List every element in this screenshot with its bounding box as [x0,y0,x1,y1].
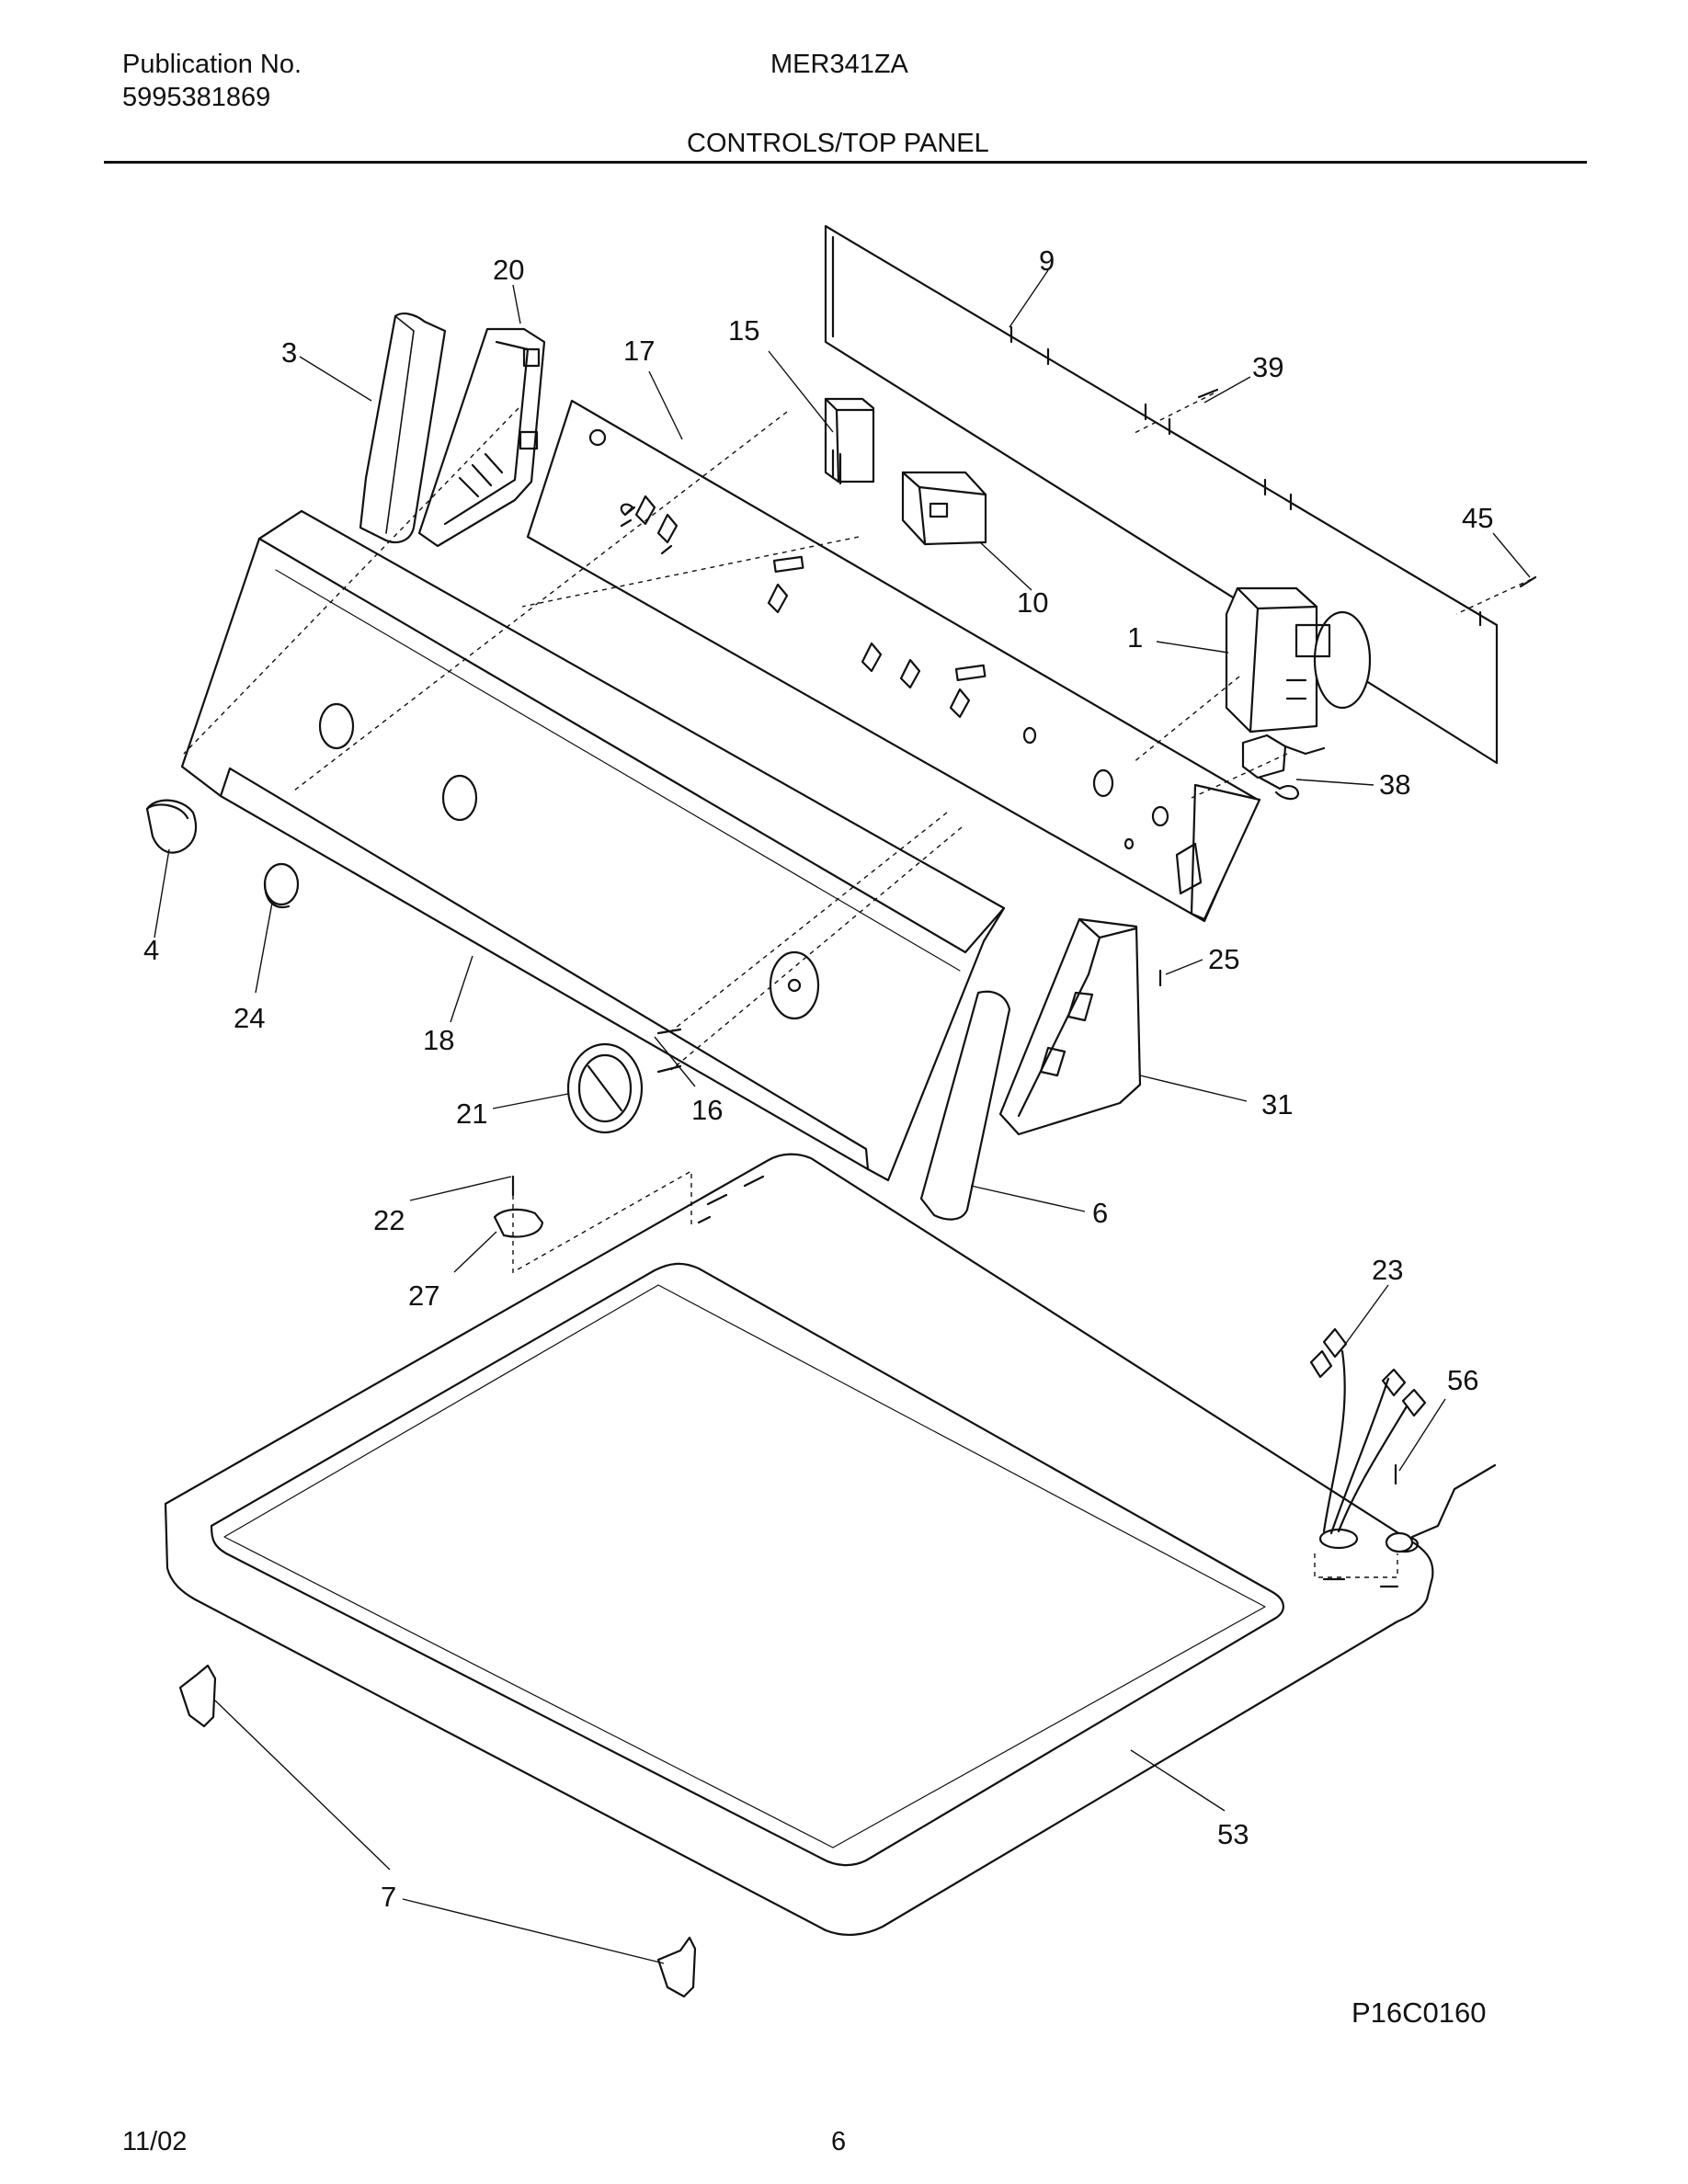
callout-15: 15 [728,314,759,347]
callout-1: 1 [1127,621,1143,654]
knob-part [145,799,198,854]
screw-part [1197,388,1219,399]
switch-part [824,397,875,485]
clip-part [656,1936,697,1998]
callout-31: 31 [1261,1088,1293,1120]
top-panel-part [164,1153,1434,1937]
callout-3: 3 [281,336,297,369]
figure-code: P16C0160 [1352,1996,1487,2029]
callout-24: 24 [234,1002,265,1034]
right-bracket-part [998,917,1142,1136]
callout-39: 39 [1252,351,1283,383]
callout-27: 27 [408,1280,439,1312]
callout-56: 56 [1447,1364,1478,1396]
right-end-cap-part [919,990,1011,1221]
left-end-cap-part [359,313,447,544]
footer-date: 11/02 [122,2127,188,2156]
left-bracket-part [417,327,546,548]
timer-part [1225,586,1372,734]
callout-4: 4 [143,934,159,966]
callout-10: 10 [1017,586,1048,619]
callout-18: 18 [423,1024,454,1056]
callout-23: 23 [1372,1254,1403,1286]
page-number: 6 [831,2127,847,2156]
terminal-bracket-part [1241,734,1326,801]
callout-7: 7 [381,1881,396,1913]
callout-22: 22 [373,1204,405,1236]
hinge-part [493,1208,544,1238]
callout-38: 38 [1379,768,1410,801]
selector-knob-part [566,1042,644,1134]
screw-part [656,1028,682,1074]
callout-45: 45 [1462,502,1493,534]
callout-17: 17 [623,335,655,367]
callout-53: 53 [1217,1818,1249,1850]
callout-21: 21 [456,1098,487,1130]
wire-harness-part [1309,1327,1427,1535]
control-panel-backplate [526,399,1261,923]
console-front-part [180,509,1006,1182]
publication-label: Publication No. [122,50,302,79]
callout-25: 25 [1208,943,1239,975]
bushing-part [263,862,300,909]
header-rule [104,161,1587,164]
screw-part [1519,575,1537,588]
section-title: CONTROLS/TOP PANEL [687,129,989,158]
publication-number: 5995381869 [122,83,271,112]
push-switch-part [901,471,987,546]
callout-16: 16 [691,1094,723,1126]
sensor-part [1385,1463,1497,1553]
clip-part [178,1664,217,1728]
callout-9: 9 [1039,245,1055,277]
model-number: MER341ZA [770,50,908,79]
callout-20: 20 [493,254,524,286]
callout-6: 6 [1092,1197,1108,1229]
